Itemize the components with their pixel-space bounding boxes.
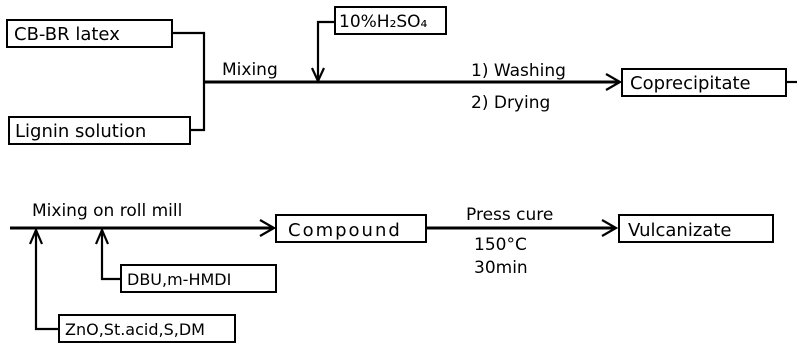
coprecipitate-box xyxy=(621,68,787,97)
coprecipitate-arrowhead xyxy=(605,73,623,91)
zno-label: ZnO,St.acid,S,DM xyxy=(65,320,205,339)
temperature-label: 150°C xyxy=(474,235,527,255)
top-mixing-label: Mixing xyxy=(222,60,278,80)
acid-feed-line xyxy=(316,20,335,80)
latex-label: CB-BR latex xyxy=(14,24,120,45)
press-cure-label: Press cure xyxy=(466,205,553,225)
dbu-feed-line xyxy=(100,230,120,281)
zno-box xyxy=(58,314,236,343)
vulcanizate-box xyxy=(618,214,774,243)
coprecipitate-label: Coprecipitate xyxy=(630,73,751,94)
vulcanizate-label: Vulcanizate xyxy=(628,220,731,241)
lignin-connector xyxy=(190,82,206,132)
acid-arrowhead xyxy=(311,67,325,84)
roll-mill-label: Mixing on roll mill xyxy=(32,201,182,221)
vulcanizate-arrowhead xyxy=(601,219,619,237)
zno-arrowhead xyxy=(28,227,44,245)
compound-arrowhead xyxy=(259,219,277,237)
dbu-arrowhead xyxy=(94,227,110,245)
acid-label: 10%H₂SO₄ xyxy=(339,12,428,32)
drying-label: 2) Drying xyxy=(471,93,550,113)
acid-box xyxy=(334,6,447,35)
zno-feed-line xyxy=(34,230,58,331)
latex-connector xyxy=(172,31,206,82)
dbu-label: DBU,m-HMDI xyxy=(127,270,231,289)
dbu-box xyxy=(120,264,277,293)
compound-box xyxy=(275,214,427,243)
lignin-box xyxy=(8,116,191,145)
washing-label: 1) Washing xyxy=(471,61,566,81)
compound-label: Compound xyxy=(288,220,402,241)
time-label: 30min xyxy=(474,258,528,278)
latex-box xyxy=(6,19,173,48)
lignin-label: Lignin solution xyxy=(15,121,146,142)
